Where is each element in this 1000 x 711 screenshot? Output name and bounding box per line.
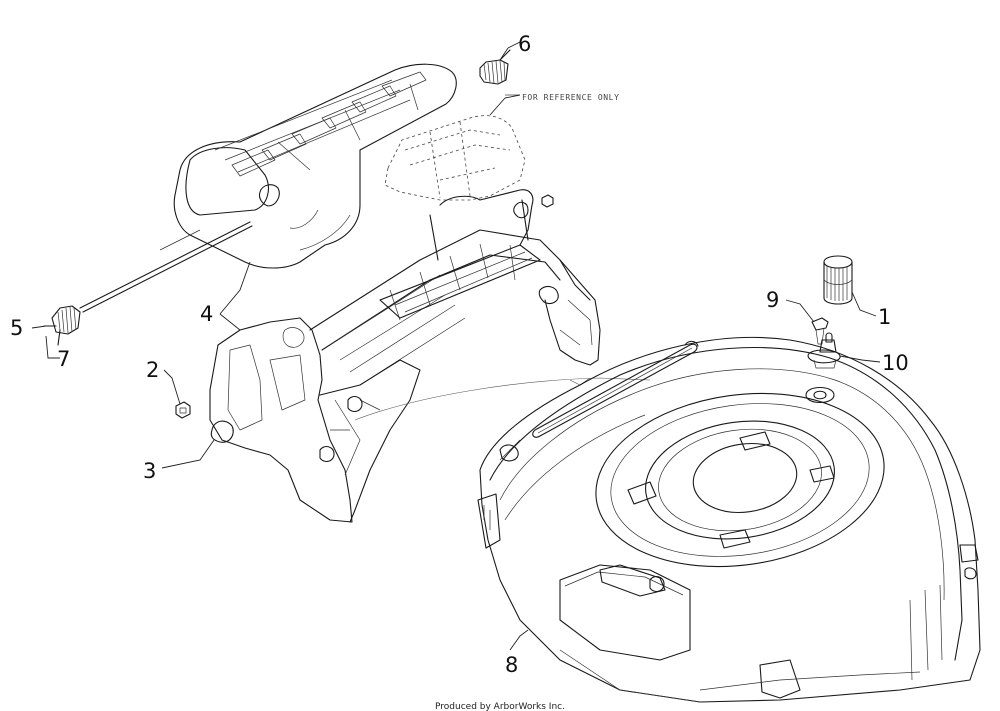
leader-4b bbox=[219, 313, 241, 331]
callout-6: 6 bbox=[518, 32, 531, 56]
leader-lines bbox=[31, 41, 881, 651]
leader-4 bbox=[219, 261, 251, 315]
leader-5 bbox=[31, 325, 47, 329]
upper-cover bbox=[173, 63, 457, 269]
leader-ref bbox=[489, 94, 521, 116]
leader-6 bbox=[499, 41, 521, 61]
leader-2 bbox=[163, 369, 181, 405]
hinge-rod bbox=[79, 221, 253, 313]
part-8-deck bbox=[477, 336, 981, 703]
leader-10 bbox=[839, 355, 881, 363]
part-10-pivot bbox=[807, 332, 841, 369]
part-2-nut bbox=[175, 401, 191, 419]
leader-1 bbox=[851, 291, 877, 317]
reference-note: FOR REFERENCE ONLY bbox=[522, 93, 620, 102]
small-nut bbox=[541, 194, 554, 208]
footer-credit: Produced by ArborWorks Inc. bbox=[435, 702, 565, 711]
part-6-spring bbox=[479, 49, 511, 85]
callout-10: 10 bbox=[882, 351, 909, 375]
leader-8 bbox=[509, 629, 529, 651]
part-5-spring bbox=[43, 305, 81, 346]
callout-8: 8 bbox=[505, 653, 518, 677]
part-9-screw bbox=[811, 317, 829, 345]
callout-7: 7 bbox=[57, 347, 70, 371]
leader-3 bbox=[161, 439, 215, 469]
callout-1: 1 bbox=[878, 305, 891, 329]
callout-9: 9 bbox=[766, 288, 779, 312]
callout-3: 3 bbox=[143, 459, 156, 483]
part-4-bracket bbox=[209, 189, 651, 523]
leader-7 bbox=[45, 335, 60, 359]
callout-4: 4 bbox=[200, 302, 213, 326]
leader-9 bbox=[785, 299, 815, 323]
reference-cover bbox=[384, 94, 526, 201]
callout-5: 5 bbox=[10, 316, 23, 340]
callout-2: 2 bbox=[146, 358, 159, 382]
part-1-knob bbox=[823, 255, 853, 305]
callouts: 1 2 3 4 5 6 7 8 9 10 bbox=[10, 32, 909, 677]
